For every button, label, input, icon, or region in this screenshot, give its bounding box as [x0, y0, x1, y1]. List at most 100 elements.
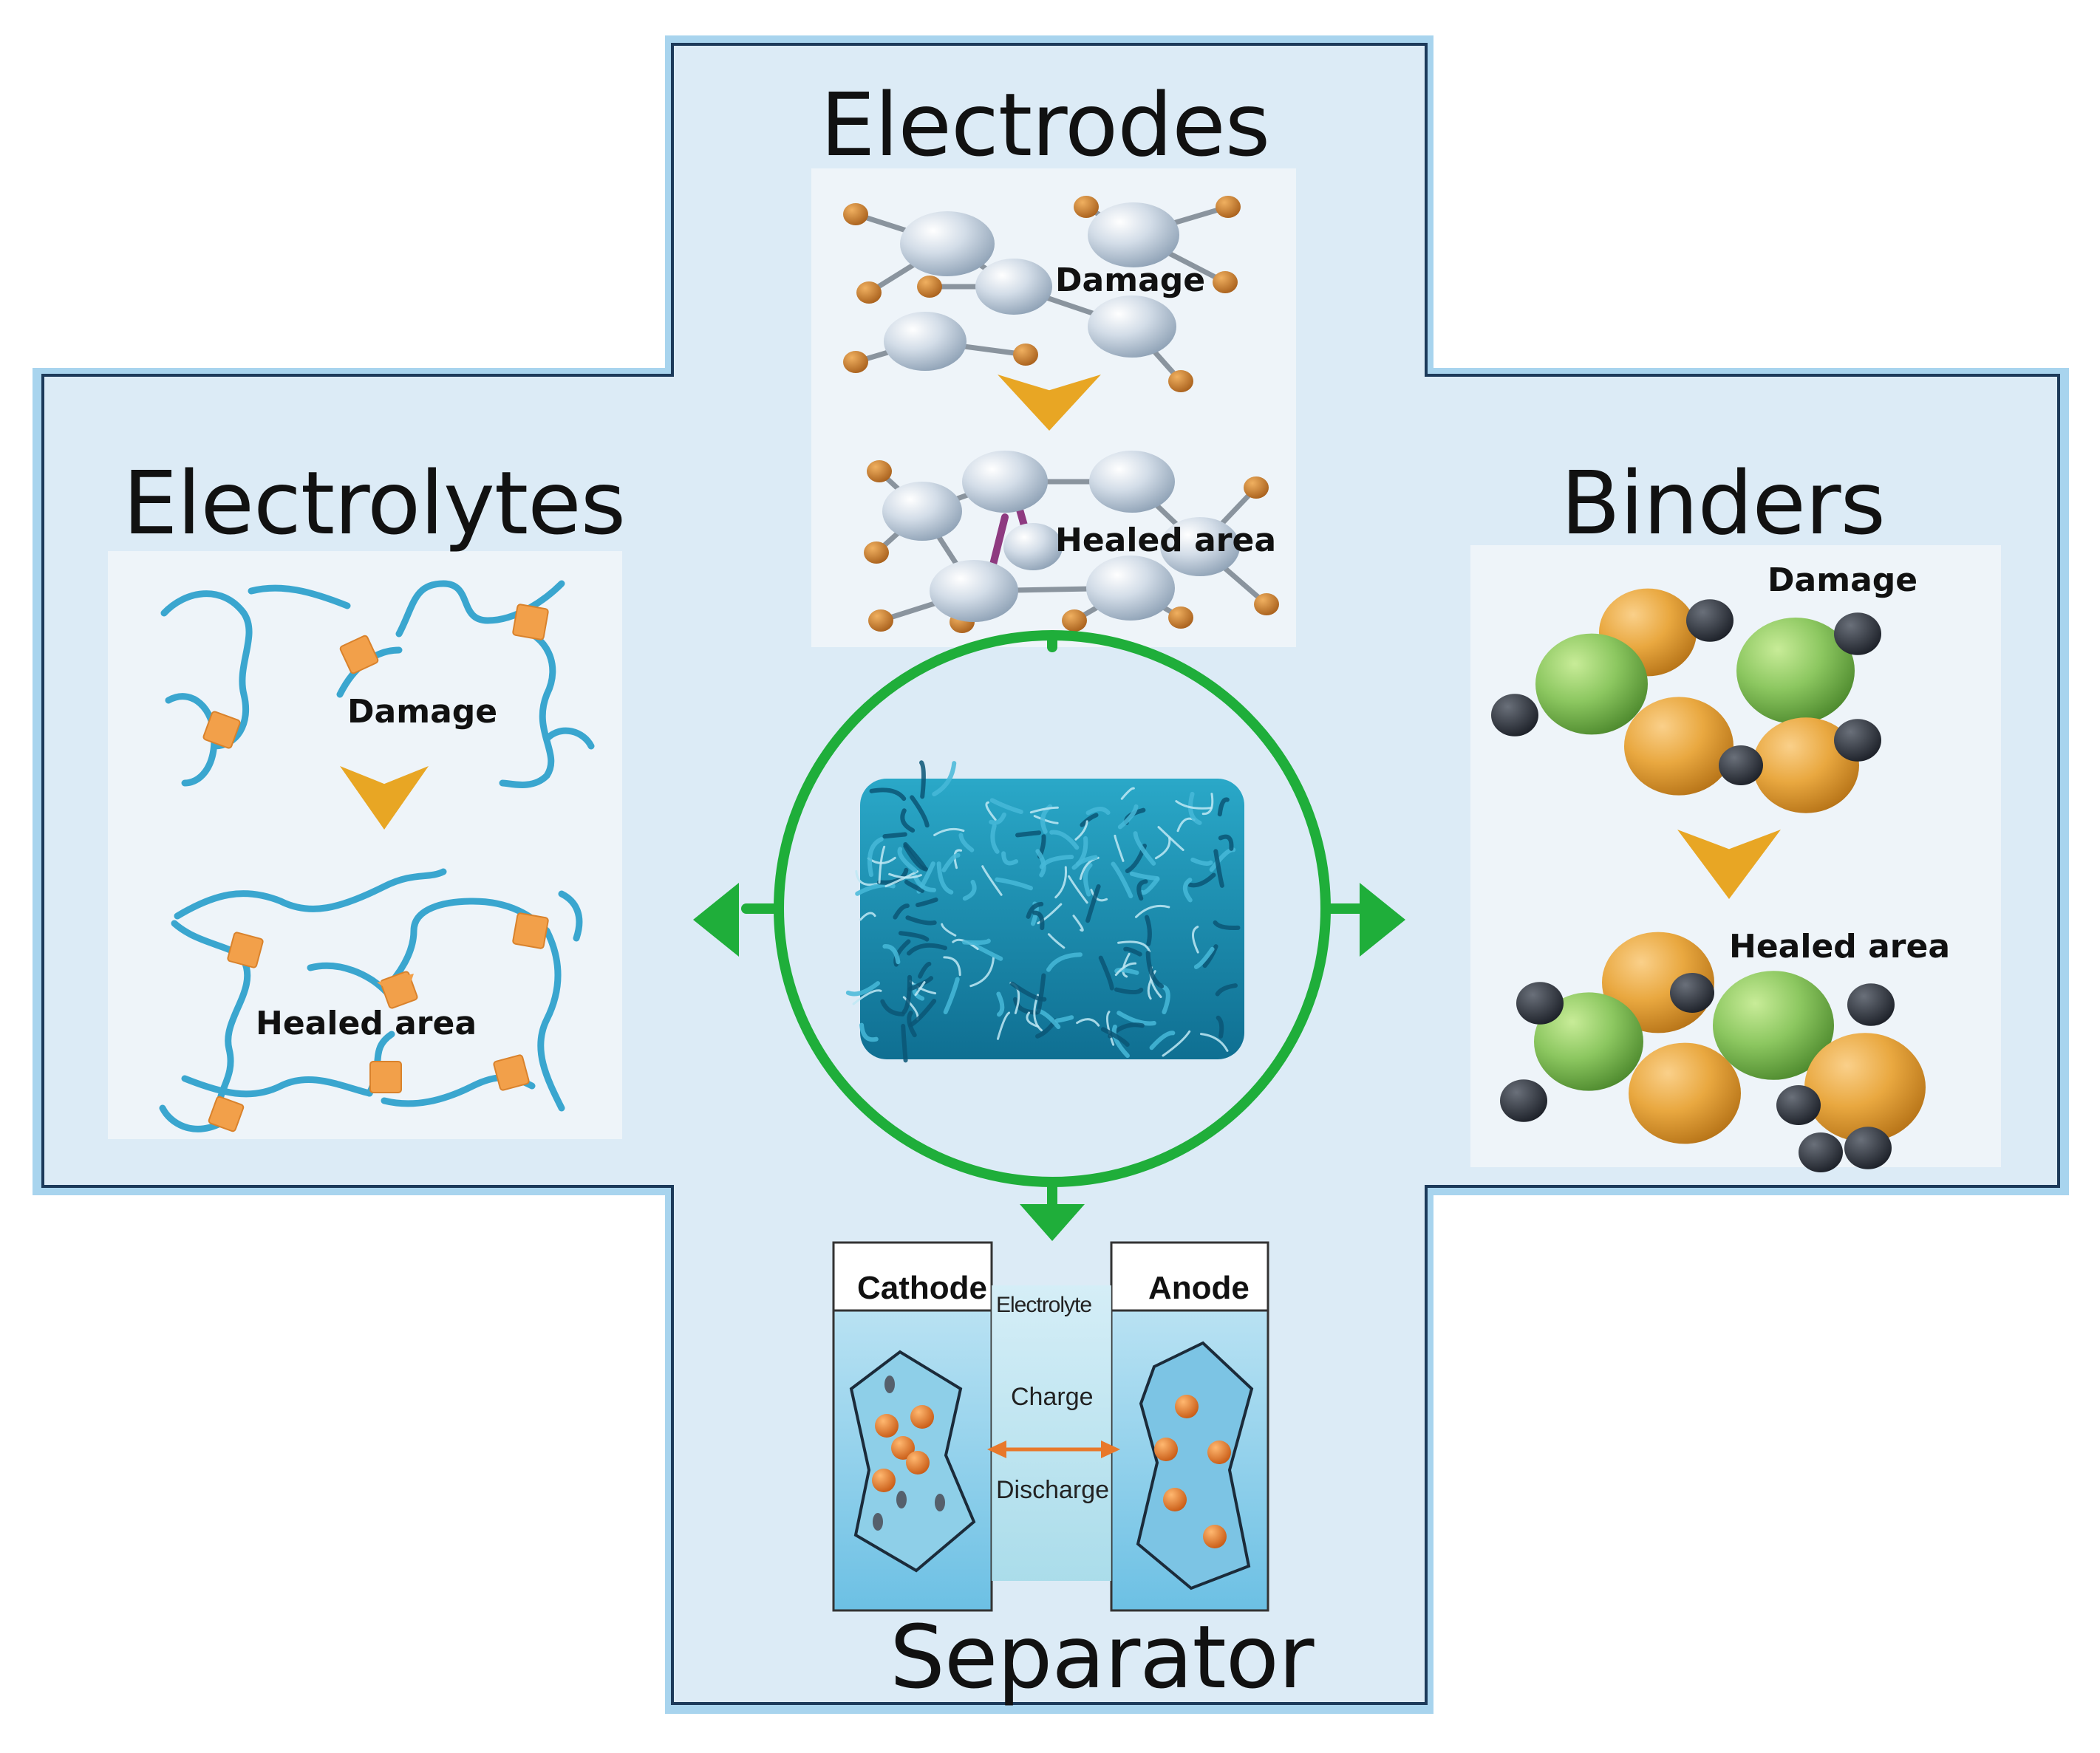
- foam-fiber: [1117, 940, 1151, 953]
- foam-fiber: [1190, 857, 1213, 867]
- foam-fiber: [953, 849, 963, 869]
- foam-fiber: [952, 938, 979, 951]
- foam-fiber: [1154, 837, 1171, 860]
- anode-label: Anode: [1148, 1270, 1250, 1306]
- electrode-node: [1074, 196, 1099, 218]
- foam-fiber: [859, 912, 876, 921]
- electrode-node: [917, 276, 942, 298]
- foam-fiber: [884, 870, 919, 888]
- electrode-particle: [1003, 523, 1063, 570]
- lithium-ion: [1203, 1525, 1227, 1548]
- foam-fiber: [914, 981, 926, 997]
- foam-fiber: [1145, 915, 1152, 946]
- binder-carbon-particle: [1670, 973, 1714, 1013]
- title-electrolytes: Electrolytes: [123, 452, 626, 554]
- charge-label: Charge: [1011, 1383, 1094, 1411]
- foam-fiber: [1201, 793, 1214, 816]
- lithium-ion: [875, 1414, 899, 1438]
- foam-fiber: [969, 956, 995, 988]
- electrode-particle: [1088, 202, 1179, 267]
- foam-fiber: [1114, 987, 1144, 995]
- binder-carbon-particle: [1847, 983, 1895, 1026]
- foam-fiber: [1114, 967, 1139, 975]
- left-arrow-icon: [693, 883, 739, 957]
- electrolytes-healed-label: Healed area: [256, 1005, 477, 1042]
- foam-fiber: [878, 845, 886, 884]
- foam-fiber: [1129, 871, 1160, 881]
- foam-fiber: [933, 827, 965, 836]
- electrode-particle: [975, 259, 1052, 315]
- foam-fiber: [1085, 807, 1111, 816]
- foam-texture: [845, 760, 1241, 1063]
- foam-fiber: [943, 977, 960, 1014]
- foam-fiber: [1049, 830, 1080, 850]
- foam-fiber: [1076, 1018, 1100, 1027]
- foam-fiber: [845, 981, 881, 997]
- binder-carbon-particle: [1834, 719, 1881, 762]
- foam-fiber: [898, 931, 930, 942]
- foam-fiber: [855, 883, 896, 896]
- graphite-flake: [935, 1494, 945, 1511]
- foam-fiber: [1010, 981, 1047, 1002]
- binder-carbon-particle: [1799, 1132, 1843, 1172]
- binder-green-particle: [1713, 971, 1834, 1080]
- binder-orange-particle: [1629, 1042, 1741, 1144]
- binder-carbon-particle: [1500, 1079, 1547, 1122]
- transition-arrow-icon: [998, 375, 1101, 431]
- electrode-particle: [900, 211, 995, 276]
- foam-fiber: [1123, 946, 1142, 957]
- foam-fiber: [1100, 1027, 1130, 1048]
- electrolyte-region: [992, 1285, 1111, 1581]
- foam-fiber: [1074, 820, 1088, 841]
- crosslink-node: [339, 635, 379, 674]
- down-arrow-icon: [1020, 1204, 1085, 1241]
- foam-fiber: [1026, 1011, 1040, 1028]
- electrode-node: [867, 460, 892, 482]
- foam-fiber: [901, 1023, 908, 1063]
- foam-fiber: [1035, 849, 1046, 878]
- cathode-label: Cathode: [857, 1270, 987, 1306]
- foam-fiber: [1071, 836, 1088, 870]
- graphite-flake: [884, 1376, 895, 1393]
- electrode-node: [1254, 593, 1279, 615]
- lithium-ion: [1175, 1395, 1199, 1418]
- electrode-particle: [1089, 451, 1175, 513]
- foam-fiber: [958, 833, 975, 852]
- foam-fiber: [941, 923, 957, 937]
- binders-damage-label: Damage: [1767, 561, 1918, 599]
- lithium-ion: [1154, 1438, 1178, 1461]
- foam-fiber: [1213, 920, 1241, 931]
- foam-fiber: [1037, 903, 1063, 925]
- foam-fiber: [1015, 830, 1042, 838]
- transition-arrow-icon: [340, 766, 429, 830]
- foam-fiber: [1217, 797, 1230, 817]
- electrode-node: [843, 203, 868, 225]
- crosslink-node: [369, 1061, 402, 1093]
- foam-fiber: [1076, 855, 1098, 867]
- foam-fiber: [909, 998, 937, 1028]
- foam-fiber: [1215, 983, 1238, 997]
- foam-fiber: [1029, 806, 1059, 814]
- foam-fiber: [867, 837, 884, 878]
- foam-fiber: [981, 865, 1003, 896]
- polymer-chain: [558, 890, 583, 942]
- foam-fiber: [1182, 878, 1193, 903]
- foam-fiber: [869, 787, 907, 802]
- polymer-chain: [160, 590, 253, 750]
- lithium-ion: [906, 1451, 930, 1474]
- electrode-node: [864, 541, 889, 564]
- binders-illustration: [1491, 588, 1926, 1172]
- binder-green-particle: [1736, 618, 1855, 724]
- binder-green-particle: [1534, 992, 1643, 1091]
- foam-fiber: [932, 761, 957, 797]
- foam-fiber: [1054, 866, 1068, 899]
- title-separator: Separator: [890, 1606, 1315, 1708]
- foam-fiber: [1202, 944, 1218, 968]
- right-arrow-icon: [1360, 883, 1405, 957]
- foam-fiber: [919, 760, 926, 799]
- anode-header: [1110, 1241, 1269, 1312]
- foam-fiber: [1192, 926, 1199, 954]
- foam-fiber: [915, 897, 938, 908]
- foam-fiber: [985, 801, 997, 821]
- foam-fiber: [1114, 962, 1137, 977]
